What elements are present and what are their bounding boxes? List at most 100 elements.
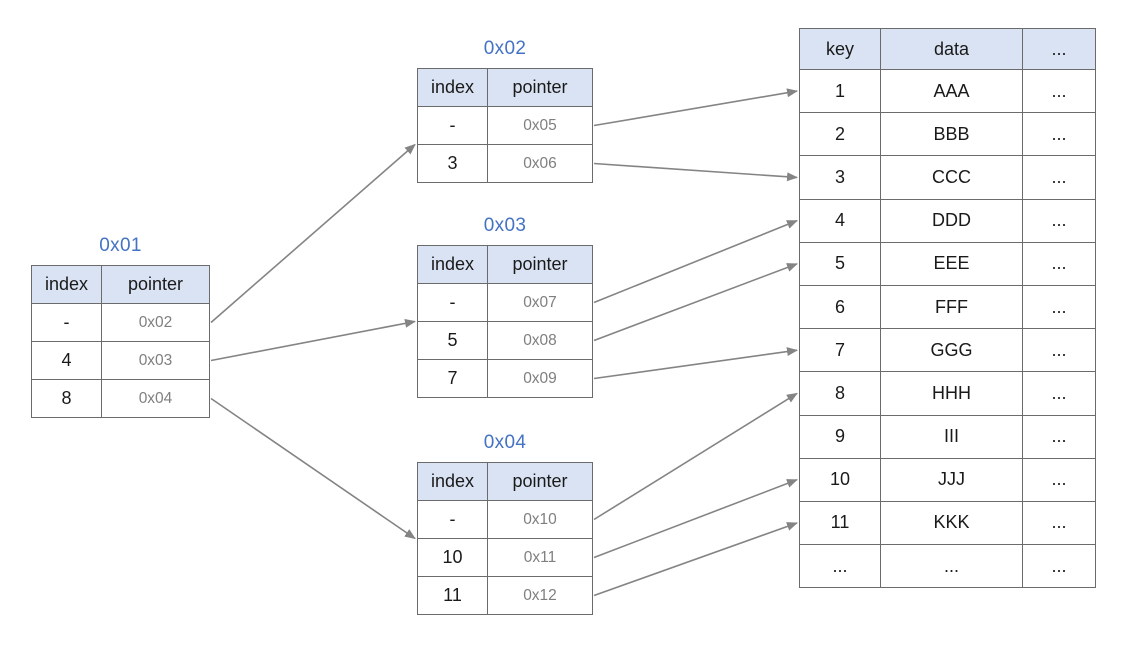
key-cell: 6 [799,284,881,330]
etc-cell: ... [1022,500,1096,546]
key-cell: 9 [799,414,881,459]
pointer-cell: 0x05 [487,106,593,145]
pointer-cell: 0x10 [487,500,593,539]
pointer-cell: 0x04 [101,379,210,418]
data-cell: FFF [880,284,1023,330]
etc-cell: ... [1022,328,1096,373]
key-cell: ... [799,544,881,589]
index-cell: 10 [417,538,488,577]
key-cell: 7 [799,328,881,373]
key-cell: 3 [799,155,881,200]
pointer-arrow [593,479,798,559]
pointer-arrow [210,318,416,362]
data-cell: HHH [880,371,1023,416]
pointer-cell: 0x11 [487,538,593,577]
node-title: 0x04 [483,432,527,453]
etc-cell: ... [1022,155,1096,200]
index-cell: 3 [417,144,488,183]
data-cell: KKK [880,500,1023,546]
etc-cell: ... [1022,544,1096,589]
column-header: index [417,245,488,284]
index-cell: 5 [417,321,488,360]
pointer-arrow [210,143,416,324]
record-row: ......... [799,544,1096,589]
pointer-arrow [593,522,798,597]
pointer-arrow [593,347,798,380]
key-cell: 1 [799,68,881,114]
index-row: -0x07 [417,283,593,322]
etc-cell: ... [1022,112,1096,157]
index-cell: - [31,303,102,342]
pointer-cell: 0x07 [487,283,593,322]
data-cell: BBB [880,112,1023,157]
etc-cell: ... [1022,284,1096,330]
data-cell: III [880,414,1023,459]
etc-cell: ... [1022,68,1096,114]
etc-cell: ... [1022,371,1096,416]
pointer-cell: 0x03 [101,341,210,380]
data-cell: JJJ [880,457,1023,502]
column-header: index [417,462,488,501]
index-row: -0x10 [417,500,593,539]
pointer-arrow [593,88,798,127]
data-cell: AAA [880,68,1023,114]
etc-cell: ... [1022,414,1096,459]
pointer-arrow [593,392,798,521]
index-cell: 4 [31,341,102,380]
etc-cell: ... [1022,241,1096,286]
pointer-cell: 0x02 [101,303,210,342]
index-cell: 7 [417,359,488,398]
pointer-cell: 0x12 [487,576,593,615]
data-cell: CCC [880,155,1023,200]
pointer-cell: 0x09 [487,359,593,398]
index-cell: - [417,283,488,322]
key-cell: 2 [799,112,881,157]
key-cell: 8 [799,371,881,416]
key-cell: 5 [799,241,881,286]
pointer-cell: 0x06 [487,144,593,183]
column-header: pointer [487,245,593,284]
key-cell: 10 [799,457,881,502]
etc-cell: ... [1022,457,1096,502]
pointer-arrow [593,263,798,342]
etc-cell: ... [1022,198,1096,243]
index-cell: - [417,500,488,539]
column-header: index [417,68,488,107]
index-cell: 8 [31,379,102,418]
data-cell: DDD [880,198,1023,243]
data-cell: ... [880,544,1023,589]
index-cell: 11 [417,576,488,615]
pointer-cell: 0x08 [487,321,593,360]
node-title: 0x01 [99,235,142,256]
column-header: data [880,28,1023,70]
column-header: pointer [101,265,210,304]
